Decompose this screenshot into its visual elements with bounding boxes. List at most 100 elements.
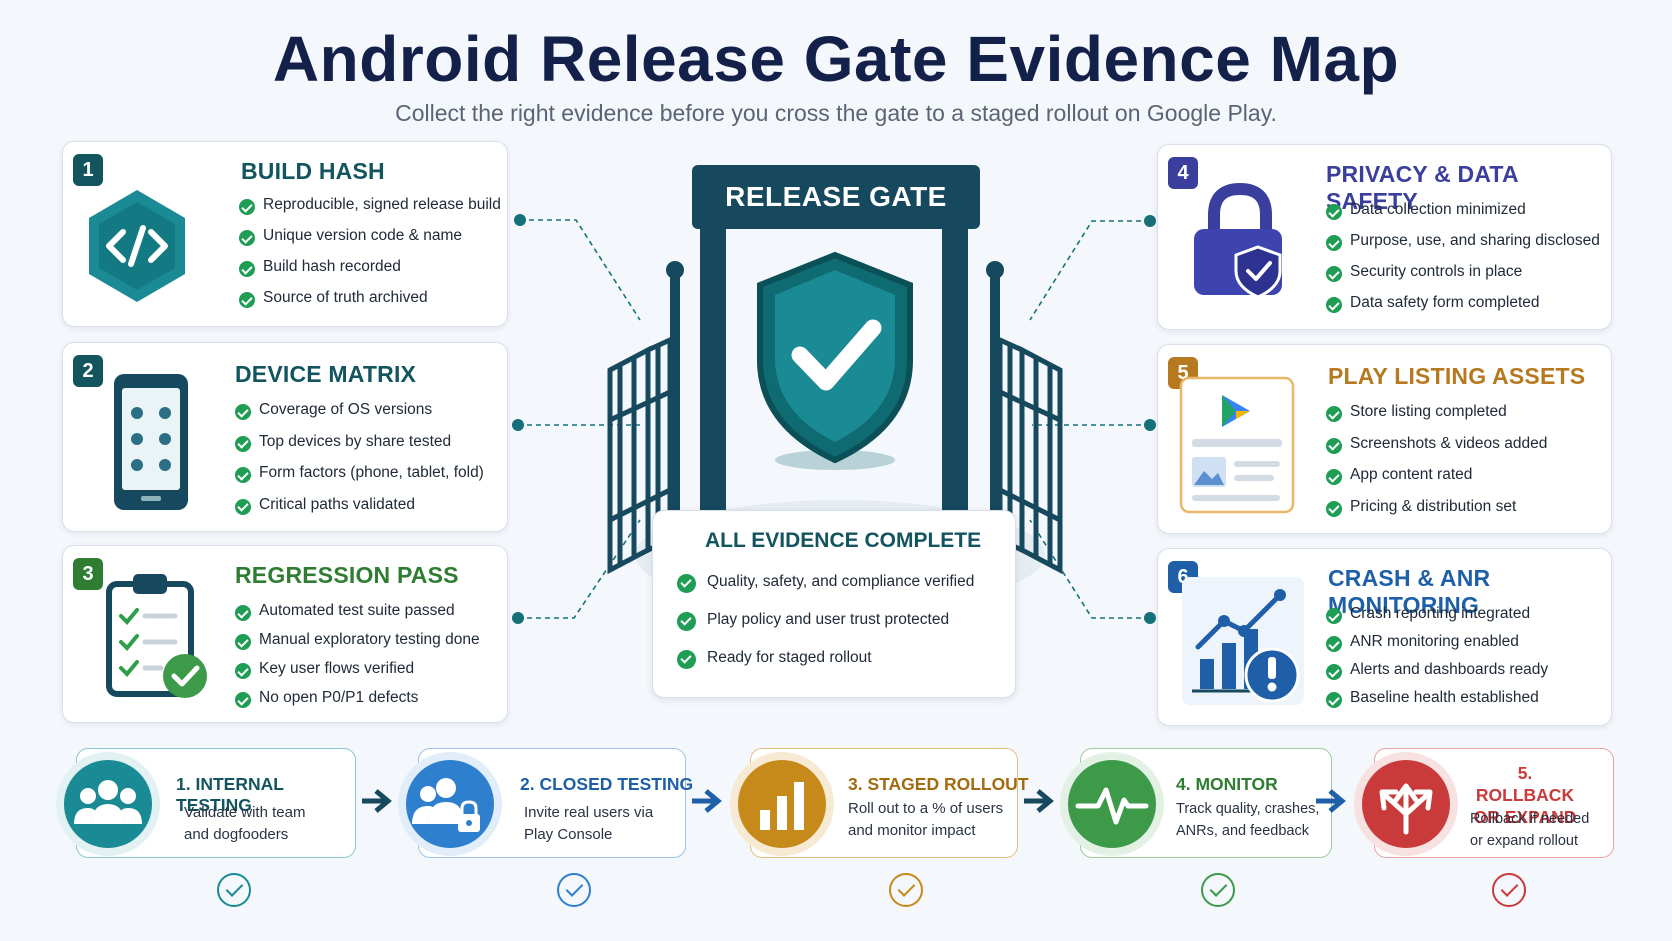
split-arrows-icon — [1379, 783, 1433, 835]
step-checkmark-icon — [1201, 873, 1235, 907]
checklist-item: Data collection minimized — [1326, 201, 1600, 232]
card-checklist: Reproducible, signed release build Uniqu… — [239, 196, 501, 320]
connector-dot-3 — [512, 612, 524, 624]
check-icon — [235, 692, 251, 708]
card-title: BUILD HASH — [241, 158, 385, 184]
checklist-item: Alerts and dashboards ready — [1326, 661, 1548, 689]
arrow-right-icon — [362, 789, 392, 813]
chart-alert-icon — [1182, 577, 1304, 705]
checklist-item: Data safety form completed — [1326, 294, 1600, 325]
step-circle — [398, 752, 502, 856]
complete-item: Quality, safety, and compliance verified — [677, 573, 974, 611]
connector-4 — [1029, 220, 1150, 321]
card-checklist: Crash reporting integrated ANR monitorin… — [1326, 605, 1548, 717]
check-icon — [1326, 235, 1342, 251]
check-icon — [235, 605, 251, 621]
smartphone-icon — [114, 374, 188, 510]
card-number-badge: 3 — [73, 558, 103, 590]
checklist-item: Key user flows verified — [235, 660, 480, 689]
card-checklist: Coverage of OS versions Top devices by s… — [235, 401, 484, 527]
page-subtitle: Collect the right evidence before you cr… — [395, 100, 1277, 126]
check-icon — [235, 467, 251, 483]
card-play-listing-assets: 5 PLAY LISTING ASSETS Store listing comp… — [1157, 344, 1612, 534]
card-crash-anr-monitoring: 6 CRASH & ANR MONITORING Crash reporting… — [1157, 548, 1612, 726]
check-icon — [1326, 469, 1342, 485]
card-title: CRASH & ANR MONITORING — [1328, 565, 1491, 618]
check-icon — [1326, 692, 1342, 708]
check-icon — [239, 230, 255, 246]
step-title: 1. INTERNAL TESTING — [176, 774, 284, 815]
complete-item: Ready for staged rollout — [677, 649, 974, 687]
checklist-item: No open P0/P1 defects — [235, 689, 480, 718]
checklist-item: Coverage of OS versions — [235, 401, 484, 433]
check-icon — [235, 634, 251, 650]
play-store-listing-icon — [1179, 376, 1295, 514]
connector-dot-6 — [1144, 612, 1156, 624]
card-checklist: Data collection minimized Purpose, use, … — [1326, 201, 1600, 325]
step-circle — [1060, 752, 1164, 856]
check-icon — [1326, 437, 1342, 454]
check-icon — [235, 404, 251, 420]
checklist-item: Baseline health established — [1326, 689, 1548, 717]
checklist-item: Screenshots & videos added — [1326, 435, 1547, 467]
check-icon — [235, 435, 251, 452]
card-checklist: Automated test suite passed Manual explo… — [235, 602, 480, 718]
padlock-shield-icon — [1194, 182, 1282, 299]
check-icon — [1326, 266, 1342, 282]
card-number-badge: 1 — [73, 154, 103, 186]
all-evidence-complete-card: ALL EVIDENCE COMPLETE Quality, safety, a… — [652, 510, 1016, 698]
bar-chart-icon — [760, 782, 804, 830]
checklist-item: Build hash recorded — [239, 258, 501, 289]
checklist-item: App content rated — [1326, 466, 1547, 498]
card-checklist: Store listing completed Screenshots & vi… — [1326, 403, 1547, 529]
users-lock-icon — [412, 778, 480, 832]
check-icon — [235, 498, 251, 515]
step-circle — [56, 752, 160, 856]
step-description: Track quality, crashes,ANRs, and feedbac… — [1176, 801, 1320, 839]
checklist-item: Critical paths validated — [235, 496, 484, 528]
check-icon — [677, 612, 696, 631]
card-number-badge: 4 — [1168, 157, 1198, 189]
checklist-item: Pricing & distribution set — [1326, 498, 1547, 530]
check-icon — [677, 650, 696, 669]
checklist-item: Source of truth archived — [239, 289, 501, 320]
checklist-item: Form factors (phone, tablet, fold) — [235, 464, 484, 496]
heartbeat-icon — [1075, 787, 1149, 825]
step-title: 2. CLOSED TESTING — [520, 774, 694, 794]
step-checkmark-icon — [1492, 873, 1526, 907]
card-title: PLAY LISTING ASSETS — [1328, 363, 1586, 389]
checklist-item: Unique version code & name — [239, 227, 501, 258]
check-icon — [239, 199, 255, 215]
card-title: DEVICE MATRIX — [235, 361, 417, 387]
step-staged-rollout: 3. STAGED ROLLOUT Roll out to a % of use… — [730, 748, 1030, 860]
complete-item: Play policy and user trust protected — [677, 611, 974, 649]
card-regression-pass: 3 REGRESSION PASS Automated test suite p… — [62, 545, 508, 723]
connector-3 — [518, 519, 641, 619]
connector-dot-2 — [512, 419, 524, 431]
complete-title: ALL EVIDENCE COMPLETE — [705, 529, 982, 552]
clipboard-check-icon — [106, 574, 207, 698]
check-icon — [1326, 636, 1342, 652]
step-monitor: 4. MONITOR Track quality, crashes,ANRs, … — [1060, 748, 1332, 860]
connector-dot-5 — [1144, 419, 1156, 431]
checklist-item: Security controls in place — [1326, 263, 1600, 294]
page-title: Android Release Gate Evidence Map — [272, 23, 1400, 95]
team-icon — [74, 780, 142, 824]
card-title: REGRESSION PASS — [235, 562, 459, 588]
check-icon — [1326, 204, 1342, 220]
complete-list: Quality, safety, and compliance verified… — [677, 573, 974, 687]
card-privacy-data-safety: 4 PRIVACY & DATA SAFETY Data collection … — [1157, 144, 1612, 330]
checklist-item: Automated test suite passed — [235, 602, 480, 631]
card-device-matrix: 2 DEVICE MATRIX Coverage of OS versions … — [62, 342, 508, 532]
release-gate-sign: RELEASE GATE — [692, 165, 980, 229]
arrow-right-icon — [1024, 789, 1054, 813]
check-icon — [1326, 297, 1342, 313]
